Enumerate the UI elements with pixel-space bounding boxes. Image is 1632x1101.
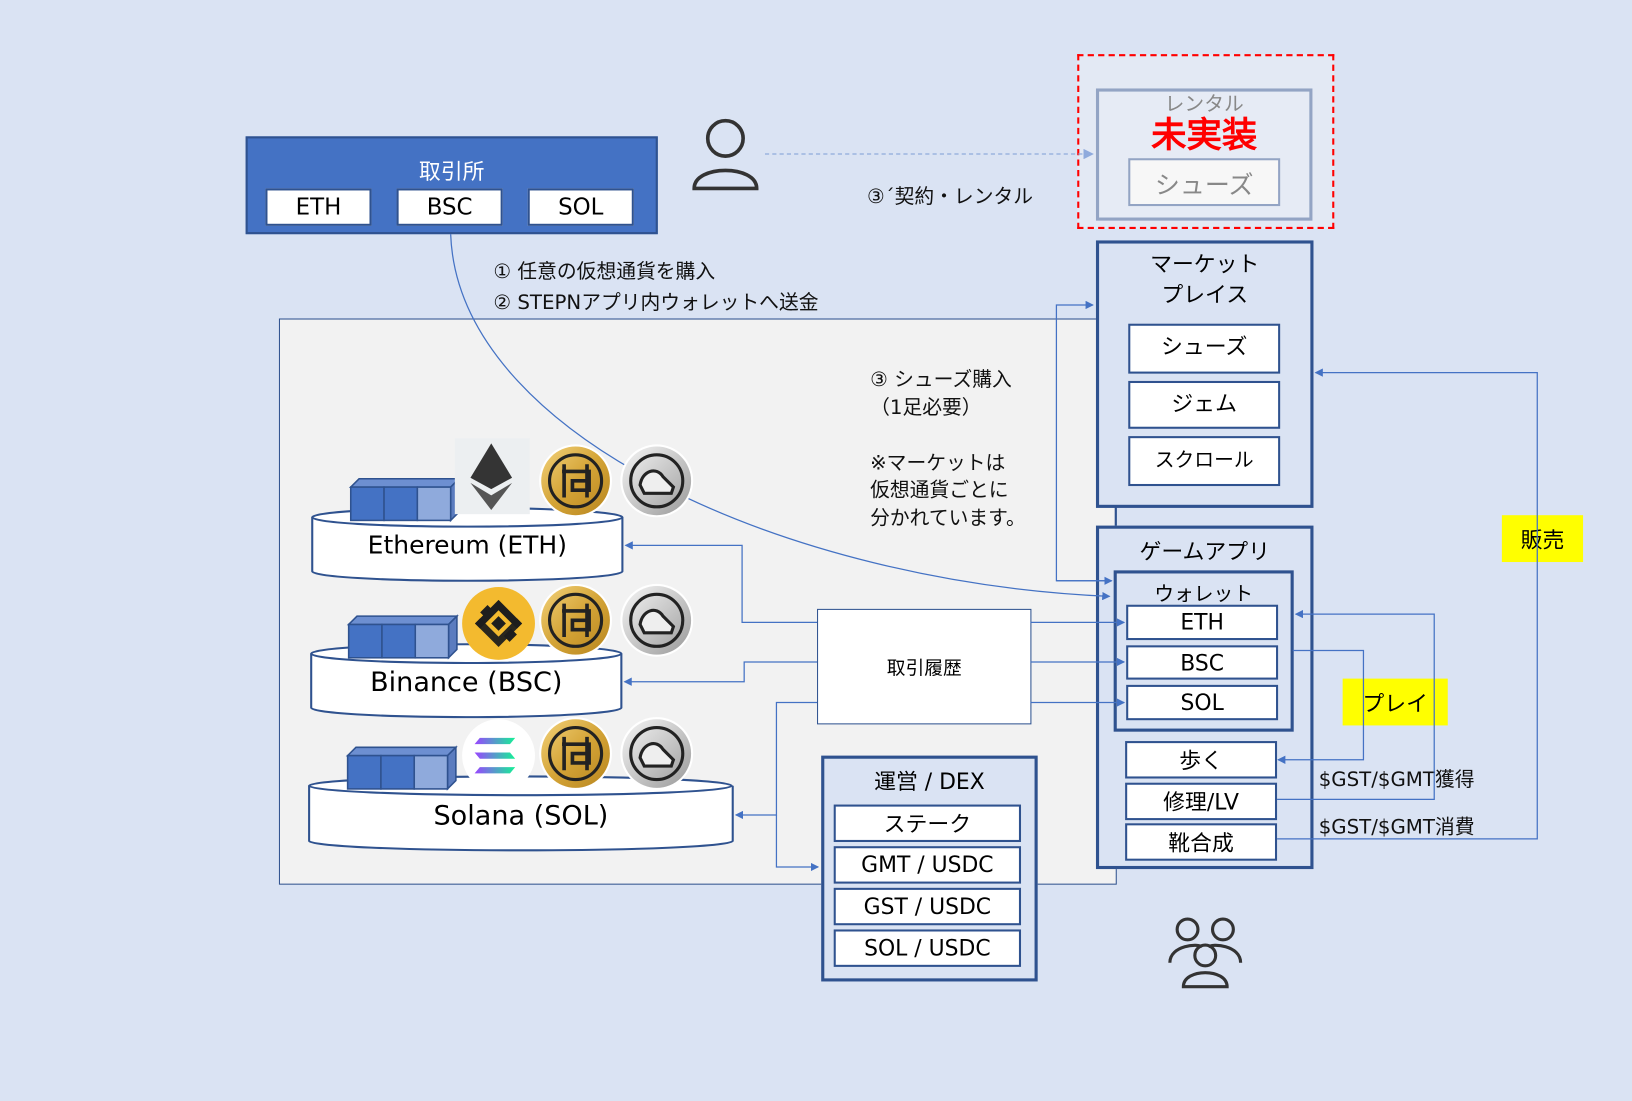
community-icon <box>1168 917 1243 989</box>
market-item-shoes[interactable]: シューズ <box>1128 323 1281 374</box>
wallet-eth[interactable]: ETH <box>1126 604 1279 641</box>
wallet-box: ウォレット ETH BSC SOL <box>1113 570 1294 732</box>
exchange-box: 取引所 ETH BSC SOL <box>245 136 658 235</box>
dex-stake[interactable]: ステーク <box>833 804 1022 843</box>
earn-label: $GST/$GMT獲得 <box>1318 768 1475 792</box>
rental-title: レンタル <box>1164 92 1244 116</box>
solana-label: Solana (SOL) <box>433 800 609 832</box>
dex-sol-usdc[interactable]: SOL / USDC <box>833 929 1022 967</box>
market-note-2: 仮想通貨ごとに <box>870 478 1009 502</box>
rental-shoes: シューズ <box>1128 158 1281 207</box>
action-repair-level[interactable]: 修理/LV <box>1125 782 1278 821</box>
step3-note: ③ シューズ購入 <box>870 368 1012 392</box>
exchange-title: 取引所 <box>418 159 485 185</box>
step3-subnote: （1足必要） <box>870 396 982 420</box>
binance-label: Binance (BSC) <box>370 667 563 699</box>
play-tag: プレイ <box>1342 678 1448 726</box>
game-app-title: ゲームアプリ <box>1139 539 1270 565</box>
action-mint-shoes[interactable]: 靴合成 <box>1125 823 1278 861</box>
market-note-3: 分かれています。 <box>870 506 1026 530</box>
game-app-box: ゲームアプリ ウォレット ETH BSC SOL 歩く 修理/LV 靴合成 <box>1095 525 1314 870</box>
dex-title: 運営 / DEX <box>874 769 985 795</box>
marketplace-title-2: プレイス <box>1161 282 1249 308</box>
sell-tag: 販売 <box>1501 515 1584 563</box>
market-item-scroll[interactable]: スクロール <box>1128 436 1281 487</box>
market-note-1: ※マーケットは <box>870 451 1006 475</box>
wallet-title: ウォレット <box>1154 582 1254 606</box>
wallet-sol[interactable]: SOL <box>1126 684 1279 721</box>
dex-gmt-usdc[interactable]: GMT / USDC <box>833 846 1022 884</box>
rental-flow-label: ③´契約・レンタル <box>866 185 1034 209</box>
spend-label: $GST/$GMT消費 <box>1318 815 1475 839</box>
market-item-gem[interactable]: ジェム <box>1128 380 1281 429</box>
ethereum-label: Ethereum (ETH) <box>367 530 567 560</box>
marketplace-title-1: マーケット <box>1150 251 1260 277</box>
action-walk[interactable]: 歩く <box>1125 741 1278 779</box>
marketplace-box: マーケット プレイス シューズ ジェム スクロール <box>1095 240 1314 508</box>
exchange-bsc: BSC <box>396 188 503 226</box>
transaction-history-box: 取引履歴 <box>817 608 1032 725</box>
unimplemented-label: 未実装 <box>1151 114 1258 157</box>
wallet-bsc[interactable]: BSC <box>1126 645 1279 680</box>
step1-note: ① 任意の仮想通貨を購入 <box>493 260 716 284</box>
step2-note: ② STEPNアプリ内ウォレットへ送金 <box>493 291 819 315</box>
rental-box: レンタル 未実装 シューズ <box>1095 88 1313 221</box>
user-icon <box>692 118 759 191</box>
exchange-sol: SOL <box>527 188 634 226</box>
exchange-eth: ETH <box>265 188 372 226</box>
dex-box: 運営 / DEX ステーク GMT / USDC GST / USDC SOL … <box>821 755 1038 982</box>
dex-gst-usdc[interactable]: GST / USDC <box>833 887 1022 926</box>
market-game-connector <box>1114 506 1117 527</box>
